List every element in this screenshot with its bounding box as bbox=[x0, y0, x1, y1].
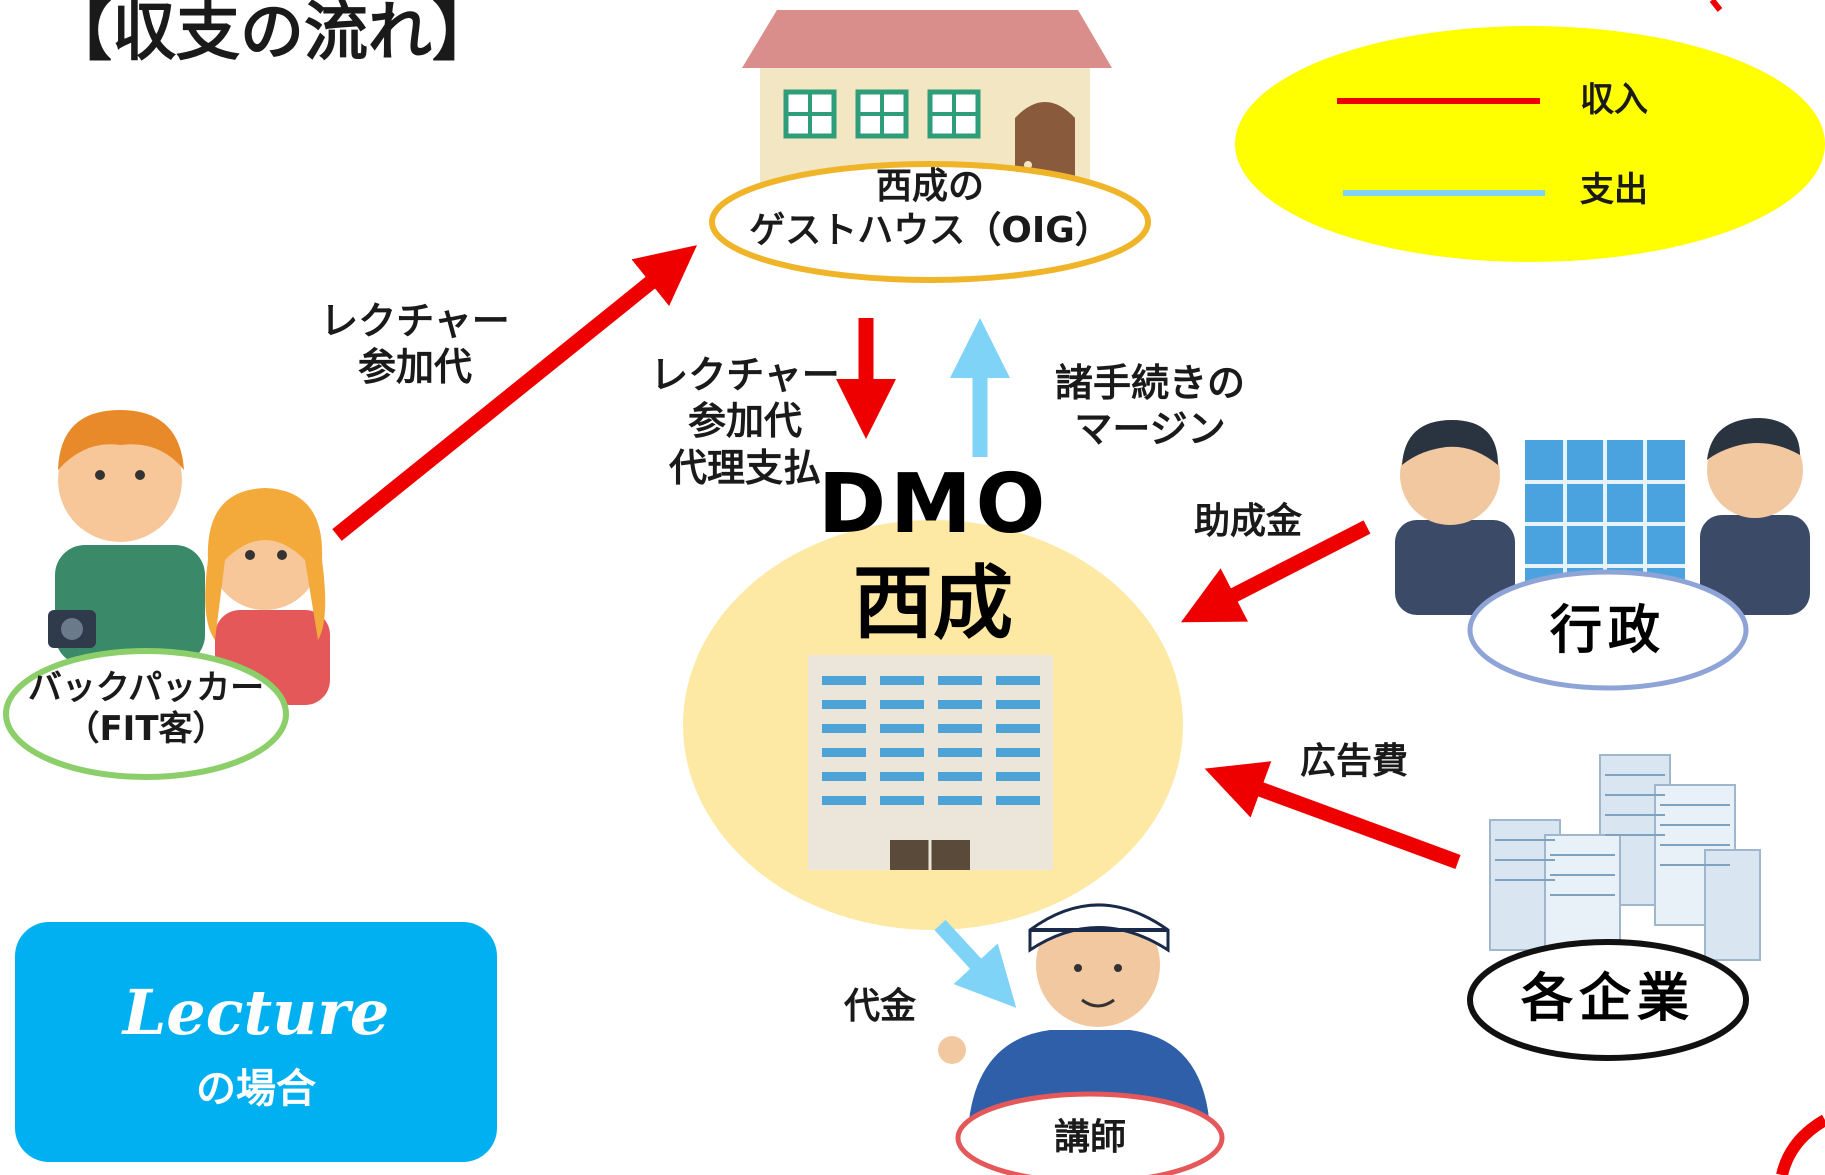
companies-ring bbox=[1467, 939, 1749, 1061]
backpacker-illustration bbox=[48, 410, 330, 705]
companies-label: 各企業 bbox=[1520, 969, 1695, 1029]
lecturer-label: 講師 bbox=[1053, 1117, 1126, 1158]
dmo-label-line2: 西成 bbox=[853, 557, 1013, 650]
lecture-badge bbox=[15, 922, 497, 1162]
guesthouse-ring bbox=[709, 161, 1151, 283]
dmo-label-line1: DMO bbox=[818, 457, 1050, 552]
flow-fit-line1: レクチャー bbox=[320, 299, 510, 343]
flow-oig-line3: 代理支払 bbox=[668, 445, 821, 490]
flow-label-dmo-to-oig: 諸手続きの マージン bbox=[1030, 360, 1270, 453]
flow-margin-line2: マージン bbox=[1074, 407, 1226, 452]
badge-line2: の場合 bbox=[196, 1065, 316, 1112]
flow-oig-line2: 参加代 bbox=[687, 399, 802, 444]
backpacker-ring bbox=[3, 648, 289, 780]
arrow-fit-to-oig bbox=[332, 245, 698, 541]
legend-box bbox=[1235, 26, 1825, 262]
flow-label-comp-to-dmo: 広告費 bbox=[1299, 741, 1408, 782]
page-title: 【収支の流れ】 bbox=[48, 0, 496, 70]
flow-label-fit-to-oig: レクチャー 参加代 bbox=[290, 298, 540, 391]
companies-illustration bbox=[1489, 754, 1761, 966]
badge-text: Lecture の場合 bbox=[15, 975, 497, 1113]
flow-label-oig-to-dmo: レクチャー 参加代 代理支払 bbox=[620, 352, 870, 491]
dmo-illustration bbox=[683, 520, 1183, 930]
flow-margin-line1: 諸手続きの bbox=[1054, 361, 1245, 405]
guesthouse-label-line2: ゲストハウス（OIG） bbox=[749, 209, 1111, 251]
flow-oig-line1: レクチャー bbox=[650, 353, 840, 397]
government-label: 行政 bbox=[1549, 601, 1666, 661]
guesthouse-label: 西成の ゲストハウス（OIG） bbox=[730, 165, 1130, 253]
backpacker-label-line2: （FIT客） bbox=[65, 709, 227, 750]
lecturer-ring bbox=[955, 1091, 1225, 1175]
corner-mark-bottom bbox=[1776, 1114, 1825, 1175]
flow-fit-line2: 参加代 bbox=[357, 345, 472, 390]
government-ring bbox=[1467, 569, 1749, 691]
guesthouse-label-line1: 西成の bbox=[875, 166, 984, 207]
legend-income-label: 収入 bbox=[1580, 80, 1648, 120]
badge-line1: Lecture bbox=[122, 976, 390, 1049]
backpacker-label-line1: バックパッカー bbox=[27, 668, 265, 708]
arrow-comp-to-dmo bbox=[1204, 761, 1461, 870]
flow-label-dmo-to-lecturer: 代金 bbox=[843, 986, 916, 1027]
arrow-dmo-to-lecturer bbox=[934, 919, 1017, 1008]
backpacker-label: バックパッカー （FIT客） bbox=[20, 668, 272, 751]
legend-expense-label: 支出 bbox=[1580, 170, 1648, 210]
arrow-gov-to-dmo bbox=[1180, 520, 1371, 623]
flow-label-gov-to-dmo: 助成金 bbox=[1193, 501, 1302, 542]
corner-mark-top bbox=[1709, 0, 1723, 12]
